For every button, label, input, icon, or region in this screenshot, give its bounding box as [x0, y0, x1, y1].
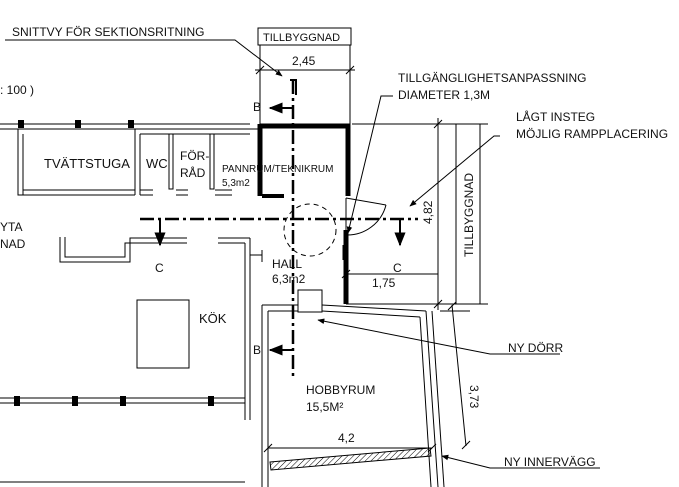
room-pannrum [250, 123, 351, 198]
new-inner-wall [269, 447, 432, 471]
label-hobbyrum-area: 15,5M² [306, 400, 343, 414]
exterior-wall-bottom-left [0, 396, 245, 483]
label-dim-42: 4,2 [338, 431, 355, 445]
label-tillganglighet-2: DIAMETER 1,3M [398, 88, 490, 102]
label-yta-2: NAD [0, 237, 26, 251]
dimension-373 [440, 301, 471, 450]
label-tvattstuga: TVÄTTSTUGA [44, 156, 130, 171]
dimension-42 [263, 443, 437, 453]
label-forrad-2: RÅD [180, 165, 206, 180]
label-c-right: C [393, 261, 402, 275]
label-hobbyrum: HOBBYRUM [306, 383, 375, 397]
label-scale: : 100 ) [0, 83, 34, 97]
label-hall-area: 6,3m2 [272, 272, 306, 286]
section-line-b [268, 79, 297, 378]
door-swing [345, 197, 387, 236]
partitions-wc-forrad [140, 133, 232, 196]
section-line-c [140, 217, 418, 247]
label-lagt-instek-2: MÖJLIG RAMPPLACERING [516, 127, 668, 141]
label-hall: HALL [272, 257, 302, 271]
leader-lines [5, 39, 600, 469]
label-snittvy: SNITTVY FÖR SEKTIONSRITNING [12, 25, 204, 39]
room-tvattstuga [17, 129, 135, 196]
wall-hall-right [342, 230, 430, 305]
turning-circle [283, 203, 337, 257]
label-lagt-instek-1: LÅGT INSTEG [516, 109, 595, 124]
label-tillbyggnad-top: TILLBYGGNAD [263, 32, 340, 44]
existing-wall-top [0, 120, 250, 195]
label-dim-482: 4,82 [421, 200, 435, 224]
label-ny-dorr: NY DÖRR [508, 341, 563, 355]
label-yta-1: YTA [0, 220, 22, 234]
label-wc: WC [146, 156, 168, 171]
label-pannrum: PANNRUM/TEKNIKRUM [222, 164, 333, 175]
kitchen-island [136, 299, 190, 369]
label-b-top: B [253, 100, 261, 114]
label-dim-373: 3,73 [467, 385, 481, 409]
interior-walls-middle [59, 237, 263, 420]
dimension-245 [255, 27, 355, 124]
label-tillbyggnad-side: TILLBYGGNAD [462, 173, 476, 257]
label-dim-245: 2,45 [292, 54, 316, 68]
label-pannrum-area: 5,3m2 [222, 178, 250, 189]
label-ny-innervagg: NY INNERVÄGG [504, 455, 596, 469]
label-b-bottom: B [253, 343, 261, 357]
label-kok: KÖK [199, 311, 227, 326]
label-dim-175: 1,75 [372, 276, 396, 290]
label-forrad-1: FÖR- [180, 149, 209, 163]
label-tillganglighet-1: TILLGÄNGLIGHETSANPASSNING [398, 71, 587, 85]
dimension-175 [341, 269, 438, 279]
label-c-left: C [155, 261, 164, 275]
